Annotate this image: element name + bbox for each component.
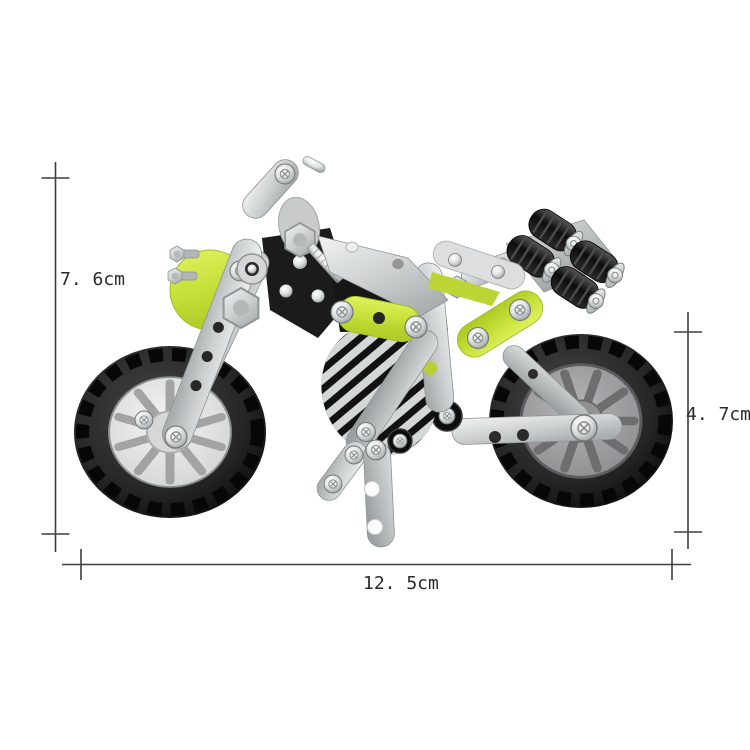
- dimension-lines: [41, 162, 702, 580]
- front-wheel: [74, 346, 266, 518]
- main-lime-bar: [330, 295, 428, 343]
- handlebar-pin: [302, 156, 326, 173]
- rear-height-dimension-label: 4. 7cm: [686, 404, 750, 425]
- length-dimension-line: [62, 549, 691, 580]
- rear-swingarm-lower: [431, 400, 623, 445]
- front-fork: [134, 238, 270, 450]
- kickstand: [363, 439, 395, 548]
- rear-lime-plate: [456, 290, 544, 358]
- headlight-bolts: [167, 245, 200, 285]
- tank-plate: [317, 235, 449, 317]
- rear-height-dimension-line: [674, 312, 702, 549]
- height-dimension-line: [41, 162, 70, 552]
- front-spokes: [114, 379, 226, 485]
- height-dimension-label: 7. 6cm: [60, 269, 126, 290]
- length-dimension-label: 12. 5cm: [363, 573, 439, 594]
- seat-plate: [428, 240, 526, 306]
